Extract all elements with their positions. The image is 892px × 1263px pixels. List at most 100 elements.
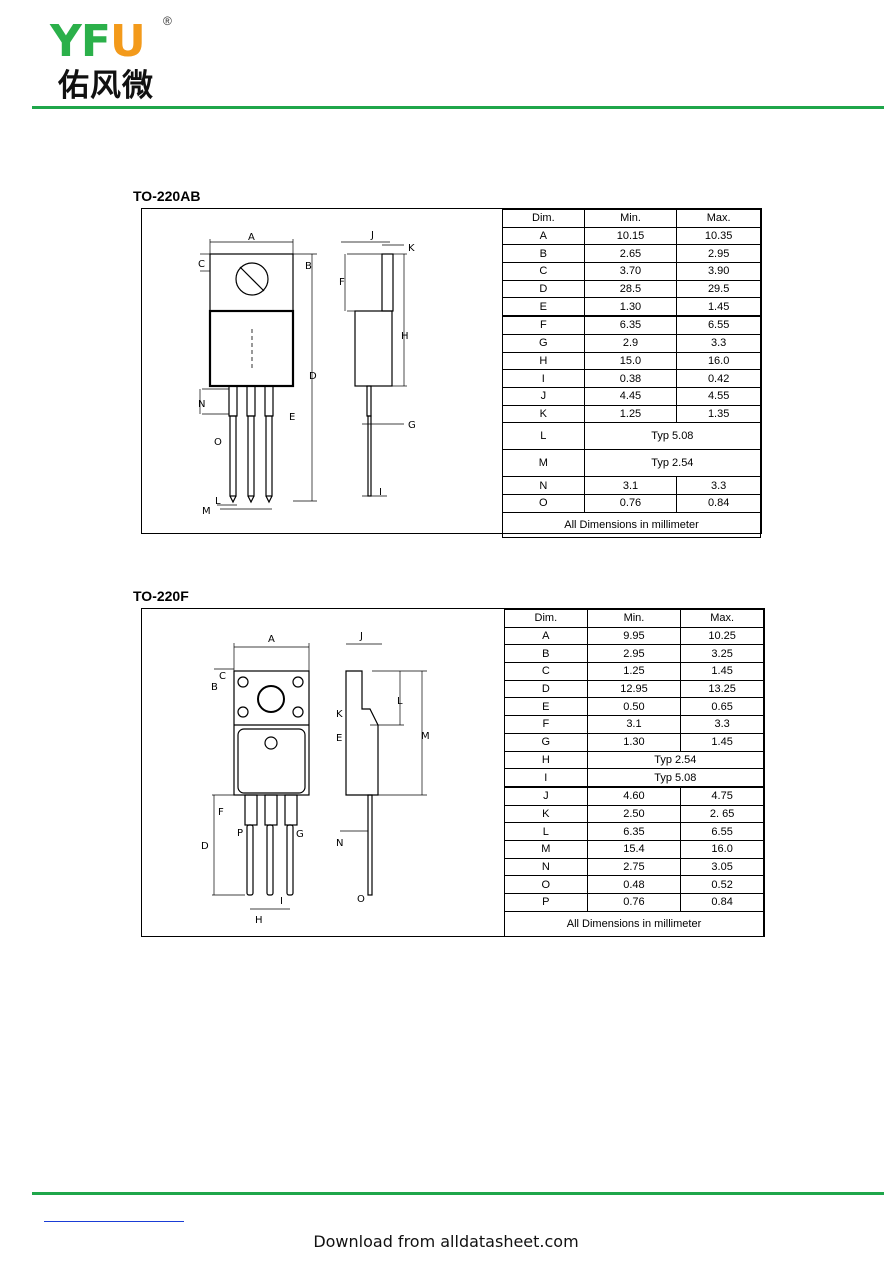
header-rule [32,106,884,109]
cell-dim: A [502,226,585,246]
table-footer-note: All Dimensions in millimeter [502,511,761,538]
table-footer-row: All Dimensions in millimeter [502,511,761,538]
cell-max: 0.84 [676,493,761,513]
cell-dim: M [502,449,585,478]
cell-min: 9.95 [586,626,682,646]
cell-min: 3.1 [586,715,682,734]
cell-dim: L [504,822,588,841]
cell-max: 1.45 [676,297,761,317]
cell-min: 0.76 [583,493,678,513]
cell-max: 3.3 [676,333,761,353]
dim-label-d: D [201,841,209,852]
header-max: Max. [676,209,761,228]
cell-dim: N [504,857,588,877]
cell-max: 10.25 [680,626,764,646]
cell-max: 16.0 [680,839,764,859]
dim-label-a: A [248,232,255,243]
dim-label-d: D [309,371,317,382]
dim-label-o: O [357,894,365,905]
cell-dim: A [504,626,588,646]
footer-rule [32,1192,884,1195]
cell-min: 6.35 [583,315,678,335]
dim-label-i: I [280,896,283,907]
dim-label-g: G [408,420,416,431]
cell-min: 4.45 [583,386,678,406]
dim-label-h: H [401,331,409,342]
dim-label-e: E [289,412,295,423]
cell-min: 0.38 [583,369,678,388]
cell-dim: F [502,315,585,335]
outline-drawing-to220f: A B C D E F G H I J K L M N O P [142,609,505,935]
cell-min: 3.1 [583,476,678,495]
cell-typ: Typ 2.54 [586,750,765,770]
dim-label-b: B [305,261,312,272]
dim-label-c: C [198,259,205,270]
to220f-outline-svg: A B C D E F G H I J K L M N O P [201,631,430,926]
cell-min: 12.95 [586,679,682,699]
logo-latin-text: YFU [50,16,146,67]
cell-dim: E [504,697,588,717]
cell-dim: P [504,893,588,912]
cell-min: 0.76 [586,893,682,912]
cell-dim: B [502,244,585,264]
cell-max: 29.5 [676,279,761,299]
table-footer-row: All Dimensions in millimeter [504,910,764,937]
header-dim: Dim. [502,209,585,228]
cell-dim: G [502,333,585,353]
cell-max: 10.35 [676,226,761,246]
section-title-to220ab: TO-220AB [133,188,201,204]
cell-max: 3.25 [680,644,764,664]
cell-min: 1.30 [586,732,682,752]
dim-label-l: L [397,696,403,707]
cell-min: 6.35 [586,822,682,841]
cell-dim: G [504,732,588,752]
cell-dim: I [502,369,585,388]
cell-dim: I [504,768,588,788]
dim-label-n: N [336,838,343,849]
cell-max: 0.65 [680,697,764,717]
cell-dim: O [502,493,585,513]
cell-max: 1.45 [680,732,764,752]
cell-max: 0.52 [680,875,764,894]
cell-max: 2. 65 [680,804,764,824]
cell-max: 3.05 [680,857,764,877]
cell-dim: D [502,279,585,299]
cell-max: 3.3 [680,715,764,734]
cell-dim: C [504,662,588,681]
cell-min: 2.9 [583,333,678,353]
package-box-to220ab: A B C D E F G H I J K L M N O Dim. Min. … [141,208,762,538]
cell-dim: O [504,875,588,894]
dim-label-j: J [370,230,374,241]
footer-link-underline[interactable] [44,1219,184,1222]
cell-min: 28.5 [583,279,678,299]
table-header-row: Dim. Min. Max. [502,209,761,228]
dim-label-i: I [379,487,382,498]
dim-label-j: J [359,631,363,642]
dim-label-n: N [198,399,205,410]
cell-min: 1.25 [583,404,678,424]
cell-max: 3.3 [676,476,761,495]
cell-dim: C [502,262,585,281]
cell-max: 3.90 [676,262,761,281]
header-min: Min. [583,209,678,228]
cell-dim: K [502,404,585,424]
cell-max: 0.42 [676,369,761,388]
dim-label-e: E [336,733,342,744]
cell-min: 10.15 [583,226,678,246]
cell-min: 15.0 [583,351,678,371]
